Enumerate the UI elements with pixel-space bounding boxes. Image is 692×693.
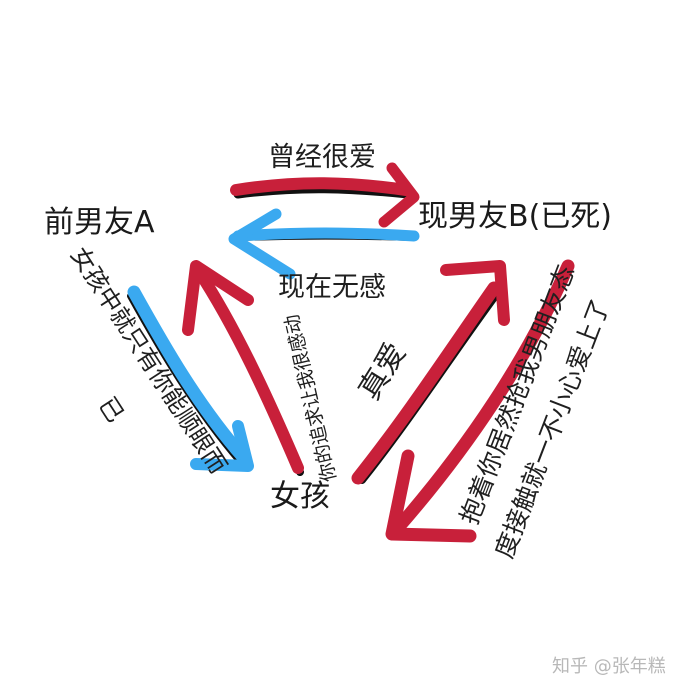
watermark-zhihu: 知乎 @张年糕 xyxy=(552,656,666,677)
arrow-ex-to-girl-blue xyxy=(127,285,254,472)
arrow-girl-to-b-red xyxy=(351,260,510,485)
arrow-girl-to-ex-red xyxy=(182,260,304,476)
node-current-boyfriend-b: 现男友B(已死) xyxy=(418,199,612,234)
arrow-b-to-girl-red xyxy=(385,259,575,543)
node-ex-boyfriend-a: 前男友A xyxy=(44,205,155,240)
arrow-b-to-ex-blue xyxy=(228,208,420,280)
label-girl-to-ex-line2: 已 xyxy=(93,392,130,427)
label-true-love: 真爱 xyxy=(352,337,413,406)
node-girl: 女孩 xyxy=(270,479,330,514)
label-indifferent-now: 现在无感 xyxy=(278,272,386,303)
arrow-ex-to-b-red xyxy=(230,162,420,228)
label-once-loved: 曾经很爱 xyxy=(268,142,376,173)
